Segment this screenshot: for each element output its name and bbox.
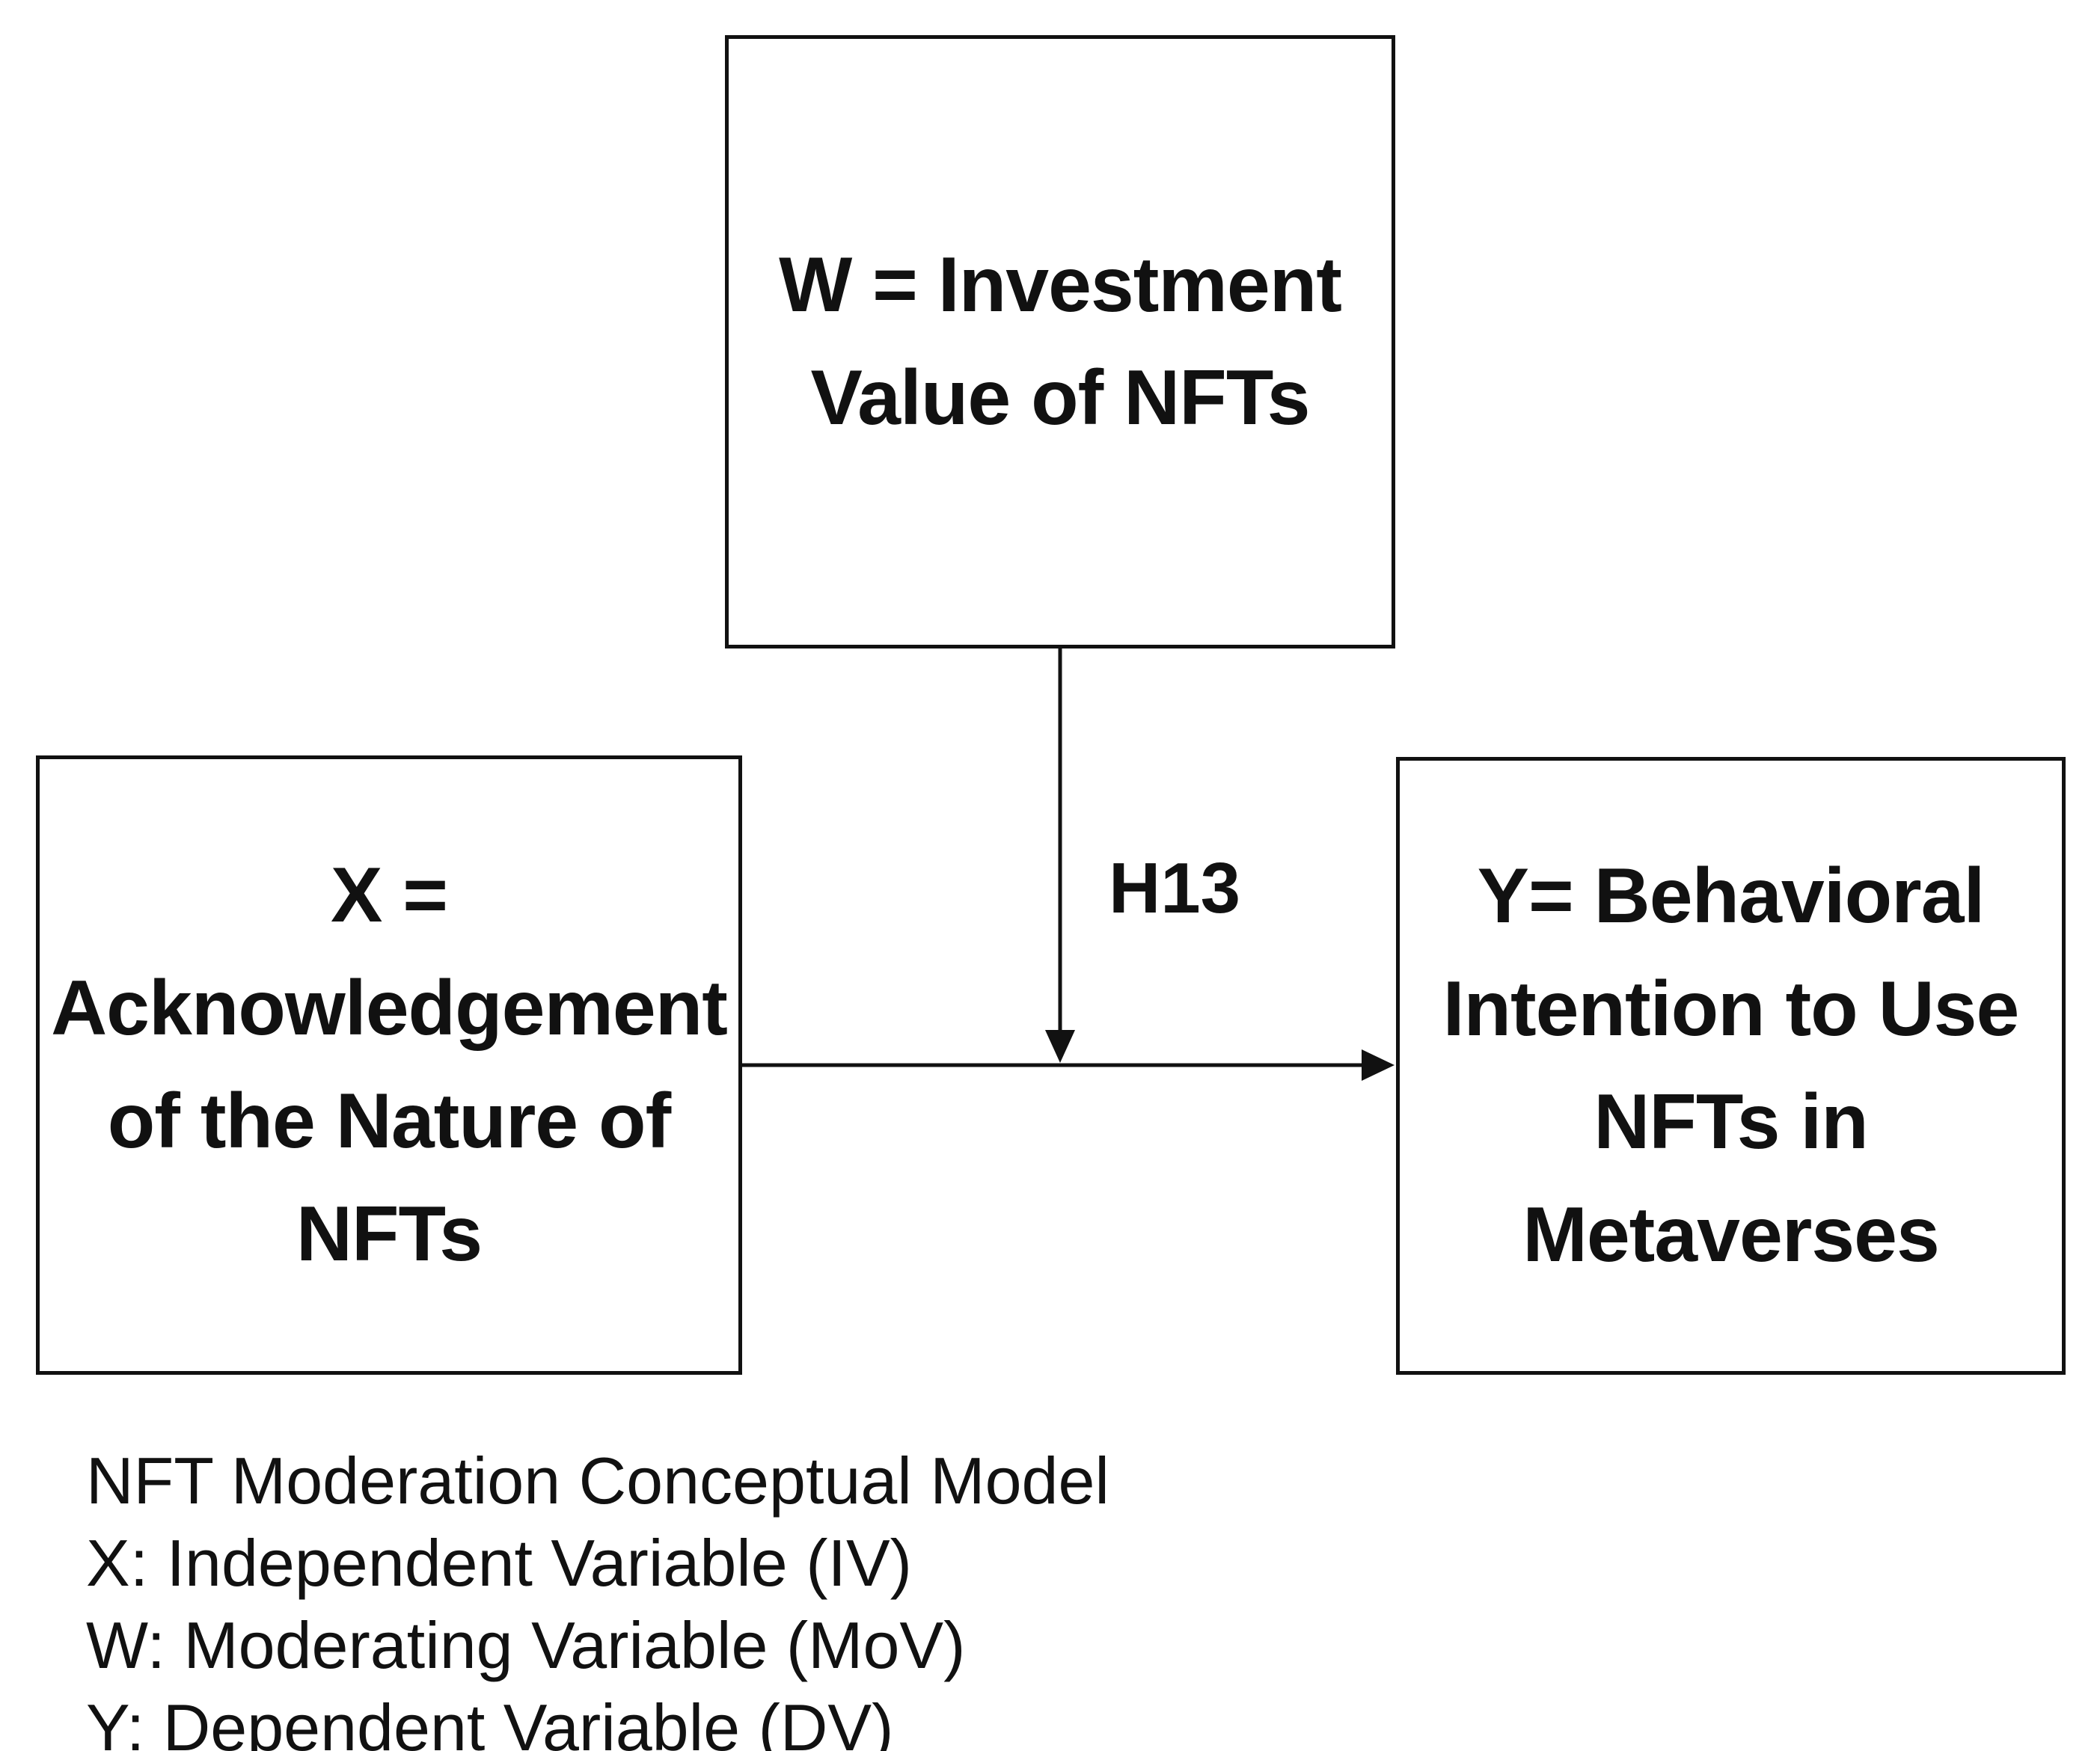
independent-variable-box: X = Acknowledgement of the Nature of NFT… (36, 755, 742, 1375)
hypothesis-label: H13 (1108, 848, 1241, 928)
caption-independent-line: X: Independent Variable (IV) (86, 1526, 912, 1600)
dependent-label-line-1: Y= Behavioral (1477, 853, 1986, 940)
moderator-variable-box: W = Investment Value of NFTs (725, 35, 1395, 648)
moderator-variable-label: W = Investment Value of NFTs (779, 229, 1342, 455)
dependent-label-line-3: NFTs in (1594, 1079, 1869, 1165)
dependent-label-line-2: Intention to Use (1442, 966, 2020, 1053)
independent-variable-label: X = Acknowledgement of the Nature of NFT… (51, 839, 728, 1290)
moderator-label-line-2: Value of NFTs (810, 355, 1311, 441)
independent-label-line-3: of the Nature of (107, 1078, 671, 1165)
dependent-variable-box: Y= Behavioral Intention to Use NFTs in M… (1396, 757, 2066, 1375)
caption-dependent-line: Y: Dependent Variable (DV) (86, 1690, 894, 1751)
dependent-variable-label: Y= Behavioral Intention to Use NFTs in M… (1442, 840, 2020, 1291)
independent-label-line-1: X = (331, 852, 448, 939)
diagram-caption: NFT Moderation Conceptual Model X: Indep… (86, 1440, 1109, 1751)
moderator-label-line-1: W = Investment (779, 242, 1342, 329)
caption-moderating-line: W: Moderating Variable (MoV) (86, 1608, 966, 1682)
caption-title-line: NFT Moderation Conceptual Model (86, 1444, 1109, 1518)
independent-label-line-4: NFTs (296, 1190, 483, 1278)
independent-label-line-2: Acknowledgement (51, 965, 728, 1052)
dependent-label-line-4: Metaverses (1522, 1191, 1940, 1278)
main-effect-arrowhead-icon (1362, 1049, 1395, 1081)
moderation-arrowhead-icon (1045, 1030, 1075, 1063)
